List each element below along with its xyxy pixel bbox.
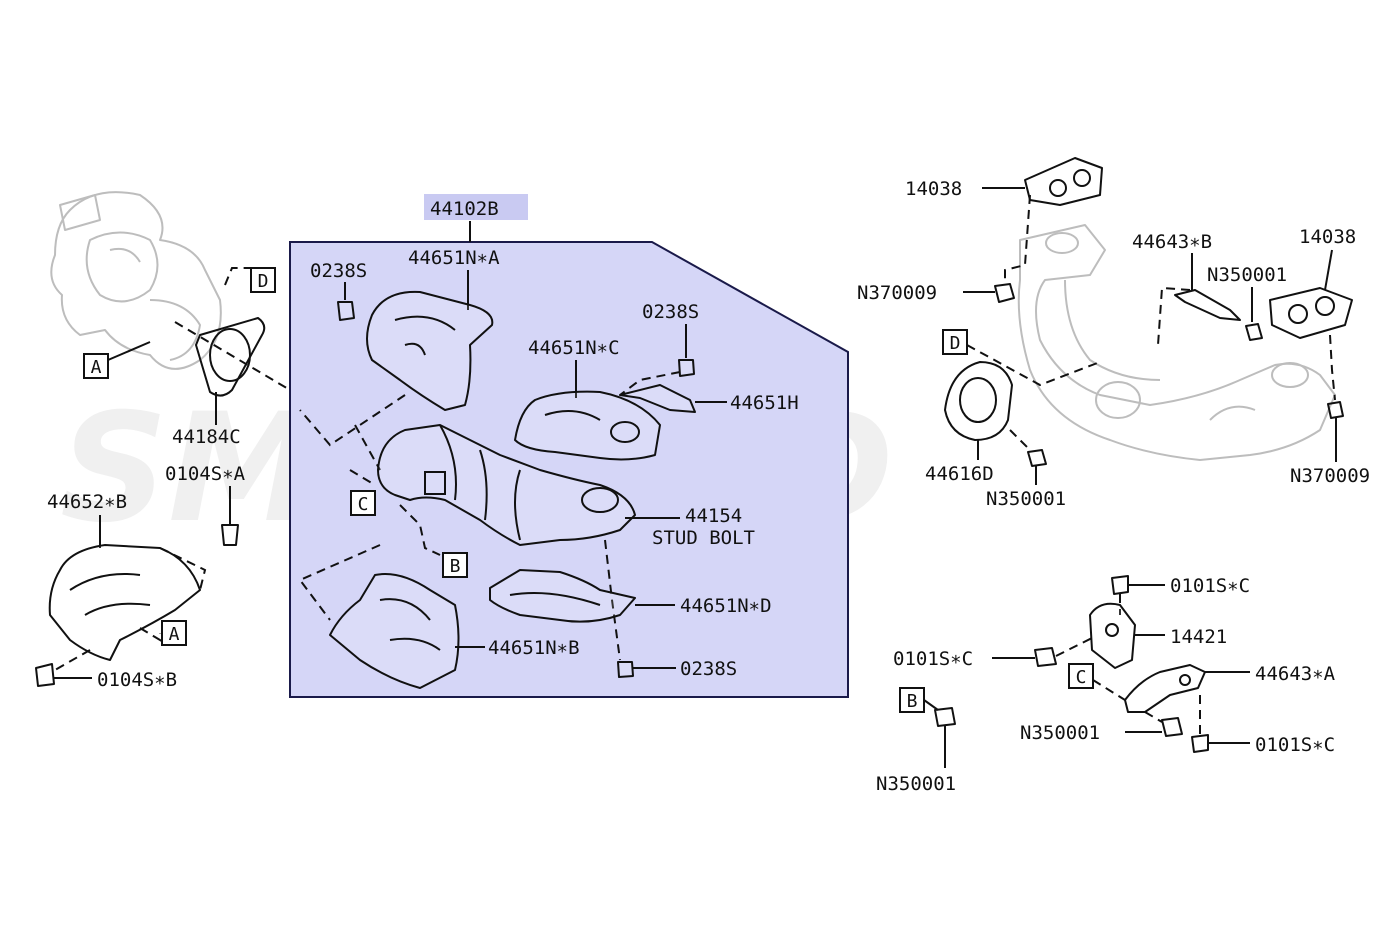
ref-box-d-left-label: D	[258, 271, 269, 292]
nut-n350001-top[interactable]	[1245, 323, 1263, 341]
nut-n350001-bottom[interactable]	[934, 707, 956, 727]
label-n350001-top[interactable]: N350001	[1207, 264, 1287, 286]
label-44651nd[interactable]: 44651N∗D	[680, 595, 772, 617]
nut-n350001-mid[interactable]	[1027, 449, 1047, 467]
heat-shield-44651na[interactable]	[366, 290, 494, 411]
label-44616d[interactable]: 44616D	[925, 463, 994, 485]
label-44651nb[interactable]: 44651N∗B	[488, 637, 580, 659]
ref-box-a-left-label: A	[91, 357, 102, 378]
label-44643a[interactable]: 44643∗A	[1255, 663, 1336, 685]
nut-n370009-right[interactable]	[1327, 401, 1344, 419]
label-44154[interactable]: 44154	[685, 505, 742, 527]
label-14421[interactable]: 14421	[1170, 626, 1227, 648]
bolt-0101sc-top[interactable]	[1111, 575, 1129, 595]
ref-box-a-lower	[161, 620, 187, 646]
ref-box-d-right	[942, 329, 968, 355]
nut-0238s-c[interactable]	[617, 661, 634, 678]
ref-box-b-right-label: B	[907, 691, 918, 712]
label-0101sc-left[interactable]: 0101S∗C	[893, 648, 973, 670]
main-part-label[interactable]: 44102B	[430, 198, 499, 220]
label-n350001-low[interactable]: N350001	[1020, 722, 1100, 744]
label-0238s-c[interactable]: 0238S	[680, 658, 737, 680]
highlight-region	[289, 241, 849, 698]
heat-shield-44652b[interactable]	[48, 544, 201, 661]
label-0238s-a[interactable]: 0238S	[310, 260, 367, 282]
label-44651na[interactable]: 44651N∗A	[408, 247, 500, 269]
ref-box-c-right-label: C	[1076, 667, 1087, 688]
label-44652b[interactable]: 44652∗B	[47, 491, 127, 513]
ref-box-d-left	[250, 267, 276, 293]
label-n370009-right[interactable]: N370009	[1290, 465, 1370, 487]
ref-box-c-right	[1068, 663, 1094, 689]
label-stud-bolt[interactable]: STUD BOLT	[652, 527, 755, 549]
label-n350001-mid[interactable]: N350001	[986, 488, 1066, 510]
heat-shield-44651nb[interactable]	[329, 573, 460, 689]
exhaust-pipe-ghost	[1017, 224, 1336, 461]
label-44643b[interactable]: 44643∗B	[1132, 231, 1212, 253]
nut-0238s-b[interactable]	[678, 359, 695, 377]
label-44651nc[interactable]: 44651N∗C	[528, 337, 620, 359]
gasket-44184c[interactable]	[195, 317, 266, 397]
bolt-0101sc-left[interactable]	[1034, 647, 1057, 667]
nut-n370009-left[interactable]	[994, 283, 1015, 303]
bracket-44643a[interactable]	[1124, 664, 1206, 713]
bracket-44643b[interactable]	[1174, 289, 1241, 321]
ref-box-a-left	[83, 353, 109, 379]
label-44651h[interactable]: 44651H	[730, 392, 799, 414]
label-n370009-left[interactable]: N370009	[857, 282, 937, 304]
gasket-44616d[interactable]	[944, 361, 1013, 441]
label-44184c[interactable]: 44184C	[172, 426, 241, 448]
label-14038-top[interactable]: 14038	[905, 178, 962, 200]
ref-box-c-center	[350, 490, 376, 516]
turbocharger-ghost	[50, 191, 222, 370]
main-label-bg	[424, 194, 528, 220]
label-0101sc-top[interactable]: 0101S∗C	[1170, 575, 1250, 597]
bolt-0104sa[interactable]	[221, 524, 239, 546]
ref-box-c-center-label: C	[358, 494, 369, 515]
bracket-44651h[interactable]	[619, 384, 696, 413]
ref-box-b-right	[899, 687, 925, 713]
bolt-0104sb[interactable]	[35, 663, 55, 687]
bolt-0101sc-bottom[interactable]	[1191, 734, 1209, 753]
nut-n350001-low[interactable]	[1161, 717, 1183, 737]
gasket-14038-right[interactable]	[1269, 287, 1353, 339]
ref-box-b-center	[442, 552, 468, 578]
ref-box-b-center-label: B	[450, 556, 461, 577]
label-0104sb[interactable]: 0104S∗B	[97, 669, 177, 691]
nut-0238s-a[interactable]	[337, 301, 355, 321]
label-0104sa[interactable]: 0104S∗A	[165, 463, 246, 485]
label-0101sc-bottom[interactable]: 0101S∗C	[1255, 734, 1335, 756]
catalytic-converter-44102b[interactable]	[377, 424, 636, 546]
label-14038-right[interactable]: 14038	[1299, 226, 1356, 248]
ref-box-d-right-label: D	[950, 333, 961, 354]
label-n350001-bottom[interactable]: N350001	[876, 773, 956, 795]
label-0238s-b[interactable]: 0238S	[642, 301, 699, 323]
ref-box-a-lower-label: A	[169, 624, 180, 645]
